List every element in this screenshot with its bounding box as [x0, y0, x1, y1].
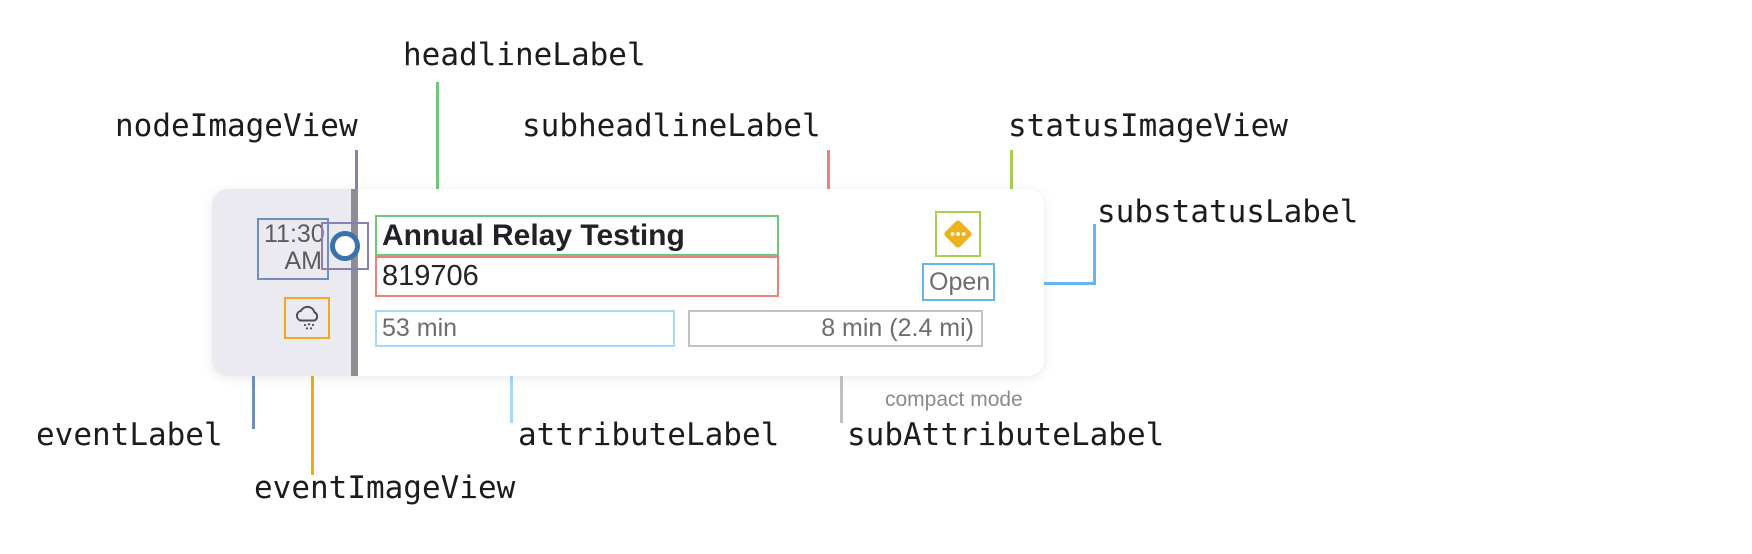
- sub-attribute-text: 8 min (2.4 mi): [821, 314, 974, 342]
- annotation-subheadline-label: subheadlineLabel: [522, 108, 821, 144]
- leader-subattribute: [840, 347, 843, 423]
- event-label-line-2: AM: [284, 247, 323, 275]
- card-timeline-rail: 11:30 AM: [212, 189, 358, 376]
- event-label: 11:30 AM: [257, 218, 329, 280]
- substatus-text: Open: [929, 267, 991, 296]
- sub-attribute-label: 8 min (2.4 mi): [688, 310, 983, 347]
- annotation-substatus-label: substatusLabel: [1097, 194, 1359, 230]
- event-label-line-1: 11:30: [264, 220, 325, 248]
- attribute-label: 53 min: [375, 310, 675, 347]
- annotation-event-label: eventLabel: [36, 417, 223, 453]
- headline-text: Annual Relay Testing: [382, 218, 685, 252]
- attribute-text: 53 min: [382, 314, 458, 342]
- diamond-ellipsis-icon: [940, 216, 976, 252]
- cloud-drizzle-icon: [292, 304, 322, 332]
- leader-node-image: [355, 150, 358, 224]
- compact-mode-caption: compact mode: [885, 388, 1023, 411]
- annotation-subattribute-label: subAttributeLabel: [847, 417, 1165, 453]
- timeline-bar: [351, 189, 358, 376]
- annotation-status-image-view: statusImageView: [1008, 108, 1288, 144]
- circle-ring-icon: [330, 231, 360, 261]
- event-image-view: [284, 297, 330, 339]
- leader-headline: [436, 82, 439, 215]
- status-image-view: [935, 211, 981, 257]
- headline-label: Annual Relay Testing: [375, 215, 779, 256]
- card-content: Annual Relay Testing 819706 53 min 8 min…: [358, 189, 1044, 376]
- annotation-attribute-label: attributeLabel: [518, 417, 780, 453]
- subheadline-label: 819706: [375, 256, 779, 297]
- compact-mode-card[interactable]: 11:30 AM Annu: [212, 189, 1044, 376]
- leader-attribute: [510, 347, 513, 423]
- subheadline-text: 819706: [382, 260, 479, 292]
- annotation-node-image-view: nodeImageView: [115, 108, 358, 144]
- annotation-headline-label: headlineLabel: [403, 37, 646, 73]
- annotation-event-image-view: eventImageView: [254, 470, 516, 506]
- leader-event-image: [311, 330, 314, 475]
- leader-substatus-vertical: [1093, 224, 1096, 284]
- node-image-view: [321, 222, 369, 270]
- substatus-label: Open: [922, 263, 995, 301]
